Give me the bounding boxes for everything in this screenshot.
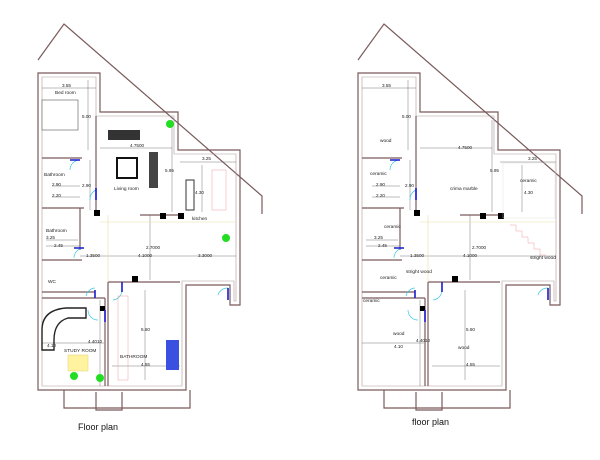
dim-label: 4.7500 — [458, 145, 472, 150]
dim-label: 2.45 — [378, 243, 387, 248]
sofa-side-icon — [149, 152, 158, 188]
material-label: stright wood — [406, 269, 432, 275]
bed-icon — [41, 99, 79, 131]
dim-label: 1.3500 — [86, 253, 100, 258]
material-label: ceramic — [370, 171, 387, 177]
dim-label: 4.30 — [524, 190, 533, 195]
dim-label: 4.4010 — [416, 338, 430, 343]
plant-icon — [96, 374, 104, 382]
dim-label: 3.55 — [382, 83, 391, 88]
plant-icon — [166, 120, 174, 128]
room-label-wc: WC — [48, 279, 57, 285]
room-label-kitchen: kitchen — [192, 216, 208, 222]
material-label: wood — [393, 331, 405, 337]
dim-label: 1.3500 — [410, 253, 424, 258]
dim-label: 3.25 — [374, 235, 383, 240]
dim-label: 2.20 — [52, 193, 61, 198]
dim-label: 4.1000 — [138, 253, 152, 258]
material-label: wood — [458, 345, 470, 351]
dim-label: 4.55 — [466, 362, 475, 367]
plant-icon — [222, 234, 230, 242]
left-floor-plan: 3.55 Bed room 5.00 4.7500 5.95 Living ro… — [37, 23, 263, 432]
vanity-icon — [117, 295, 129, 381]
dim-label: 3.25 — [202, 156, 211, 161]
material-label: ceramic — [520, 178, 537, 184]
room-label-study: STUDY ROOM — [64, 348, 96, 354]
dim-label: 2.90 — [52, 182, 61, 187]
dim-label: 5.60 — [466, 327, 475, 332]
dim-label: 5.00 — [402, 114, 411, 119]
material-label: ceramic — [380, 275, 397, 281]
desk-icon — [67, 354, 89, 372]
dim-label: 2.90 — [405, 183, 414, 188]
dining-bar-icon — [185, 179, 195, 211]
room-label-bathroom-large: BATHROOM — [120, 354, 147, 360]
room-label-living: Living room — [114, 186, 139, 192]
dim-label: 4.30 — [195, 190, 204, 195]
dim-label: 2.90 — [376, 182, 385, 187]
sofa-icon — [108, 130, 140, 140]
dim-label: 2.7000 — [146, 245, 160, 250]
dim-label: 4.10 — [47, 343, 56, 348]
dim-label: 2.45 — [54, 243, 63, 248]
plan-title: Floor plan — [78, 422, 118, 432]
dim-label: 4.1000 — [463, 253, 477, 258]
sectional-sofa-icon — [41, 307, 87, 351]
dim-label: 3.25 — [528, 156, 537, 161]
dim-label: 3.3000 — [198, 253, 212, 258]
dim-label: 4.4010 — [88, 339, 102, 344]
dim-label: 4.7500 — [130, 143, 144, 148]
stair-icon — [510, 224, 546, 256]
plan-title: floor plan — [412, 417, 449, 427]
room-label-bathroom: Bathroom — [46, 228, 67, 234]
dim-label: 5.00 — [82, 114, 91, 119]
material-label: ceramic — [384, 224, 401, 230]
dim-label: 2.20 — [376, 193, 385, 198]
dim-label: 4.10 — [394, 344, 403, 349]
material-label: stright wood — [530, 255, 556, 261]
dim-label: 3.25 — [46, 235, 55, 240]
material-label: wood — [380, 138, 392, 144]
right-floor-plan: 3.55 5.00 wood 4.7500 5.95 crima marble … — [357, 23, 583, 427]
kitchen-counter-icon — [211, 169, 227, 211]
dim-label: 5.95 — [490, 168, 499, 173]
dim-label: 4.55 — [141, 362, 150, 367]
coffee-table-icon — [116, 157, 138, 179]
dim-label: 2.7000 — [472, 245, 486, 250]
dim-label: 3.55 — [62, 83, 71, 88]
dim-label: 5.60 — [141, 327, 150, 332]
plant-icon — [70, 372, 78, 380]
dim-label: 2.90 — [82, 183, 91, 188]
dim-label: 5.95 — [165, 168, 174, 173]
room-label-bedroom: Bed room — [55, 90, 76, 96]
room-label-bathroom: Bathroom — [44, 172, 65, 178]
kitchen-tile-pattern — [502, 162, 556, 219]
furniture — [41, 99, 230, 382]
shower-icon — [166, 340, 179, 370]
material-label: crima marble — [450, 186, 478, 192]
material-label: ceramic — [363, 298, 380, 304]
